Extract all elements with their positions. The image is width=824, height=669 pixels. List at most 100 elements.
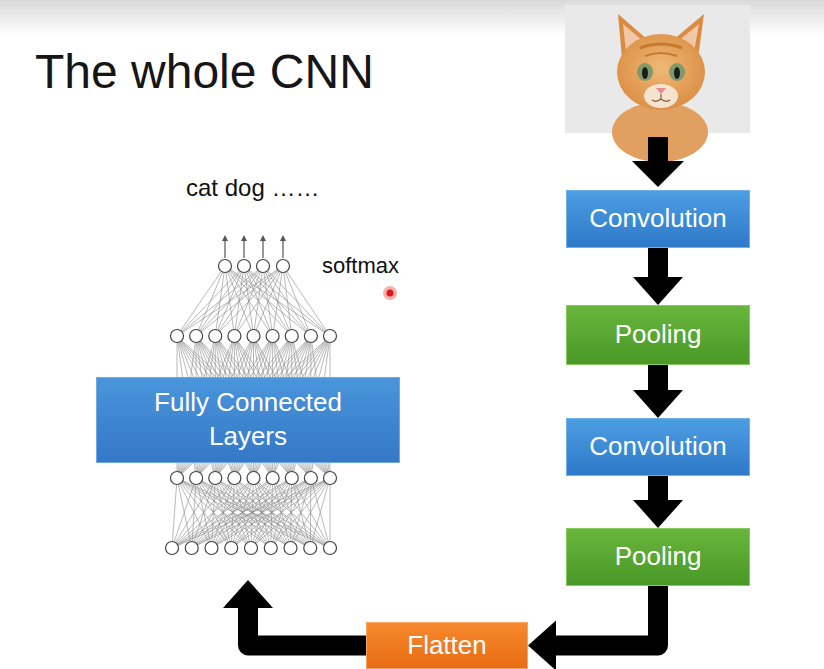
flow-arrow (223, 580, 366, 646)
neuron (264, 542, 277, 555)
weight-line (263, 266, 273, 336)
weight-line (172, 478, 330, 548)
fully-connected-layers: Fully Connected Layers (96, 255, 400, 580)
weight-line (225, 266, 311, 336)
weight-line (177, 266, 283, 336)
weight-line (311, 478, 330, 548)
weight-line (244, 266, 311, 336)
weight-line (172, 478, 311, 548)
arrow-head (633, 500, 683, 528)
neuron (205, 542, 218, 555)
neuron (304, 330, 317, 343)
output-arrow (243, 238, 244, 258)
neuron (171, 472, 184, 485)
weight-line (273, 266, 283, 336)
neuron (166, 542, 179, 555)
weight-line (172, 478, 234, 548)
arrow-head (633, 277, 683, 305)
neuron (228, 472, 241, 485)
arrow-shaft (554, 586, 658, 646)
arrow-shaft (648, 476, 668, 502)
box-label: Fully Connected Layers (123, 386, 373, 454)
output-arrow (224, 238, 225, 258)
neuron (324, 542, 337, 555)
flatten-box: Flatten (366, 622, 528, 669)
neuron (185, 542, 198, 555)
neuron (257, 260, 270, 273)
neuron (228, 330, 241, 343)
neuron (190, 330, 203, 343)
neuron (304, 472, 317, 485)
box-label: Convolution (589, 430, 726, 464)
arrow-shaft (648, 248, 668, 279)
weight-line (196, 478, 271, 548)
weight-line (212, 478, 331, 548)
weight-line (172, 478, 177, 548)
weight-line (254, 478, 291, 548)
neuron (209, 472, 222, 485)
weight-line (196, 266, 283, 336)
weight-line (271, 478, 330, 548)
flow-arrow (633, 365, 683, 418)
weight-line (234, 266, 283, 336)
box-label: Flatten (407, 629, 487, 663)
neuron (285, 472, 298, 485)
convolution-box: Convolution (566, 190, 750, 248)
arrow-head (528, 621, 556, 669)
neuron (324, 472, 337, 485)
neuron (245, 542, 258, 555)
weight-line (177, 266, 225, 336)
box-label: Pooling (615, 318, 702, 352)
layer-band: Fully Connected Layers (96, 377, 400, 463)
neuron (284, 542, 297, 555)
input-arrow (632, 137, 684, 187)
pooling-box: Pooling (566, 528, 750, 586)
neuron (225, 542, 238, 555)
weight-line (177, 478, 330, 548)
weight-line (172, 478, 292, 548)
neuron (238, 260, 251, 273)
box-label: Pooling (615, 540, 702, 574)
weight-line (231, 478, 330, 548)
arrow-shaft (648, 365, 668, 392)
arrow-shaft (248, 606, 366, 646)
flow-arrow (633, 248, 683, 305)
neuron (209, 330, 222, 343)
weight-line (310, 478, 330, 548)
weight-line (177, 266, 263, 336)
output-arrow (262, 238, 263, 258)
flow-arrow (633, 476, 683, 528)
neuron (266, 330, 279, 343)
weight-line (330, 478, 331, 548)
weight-line (251, 478, 330, 548)
class-labels: cat dog …… (186, 174, 319, 202)
arrow-head (633, 390, 683, 418)
pointer-halo (383, 286, 397, 300)
neuron (219, 260, 232, 273)
neuron (304, 542, 317, 555)
weight-line (225, 266, 330, 336)
weight-line (244, 266, 292, 336)
weight-line (291, 478, 331, 548)
neuron (285, 330, 298, 343)
weight-line (254, 266, 284, 336)
flow-arrow (528, 586, 658, 669)
pointer-dot (387, 290, 394, 297)
pooling-box: Pooling (566, 305, 750, 365)
neuron (171, 330, 184, 343)
neuron (247, 472, 260, 485)
weight-line (192, 478, 330, 548)
arrow-head (223, 580, 273, 608)
weight-line (292, 478, 311, 548)
weight-line (172, 478, 273, 548)
neuron (190, 472, 203, 485)
softmax-label: softmax (322, 253, 399, 279)
slide-title: The whole CNN (35, 44, 374, 99)
neuron (247, 330, 260, 343)
weight-line (172, 478, 215, 548)
neuron (324, 330, 337, 343)
output-arrow (282, 238, 283, 258)
neuron (277, 260, 290, 273)
